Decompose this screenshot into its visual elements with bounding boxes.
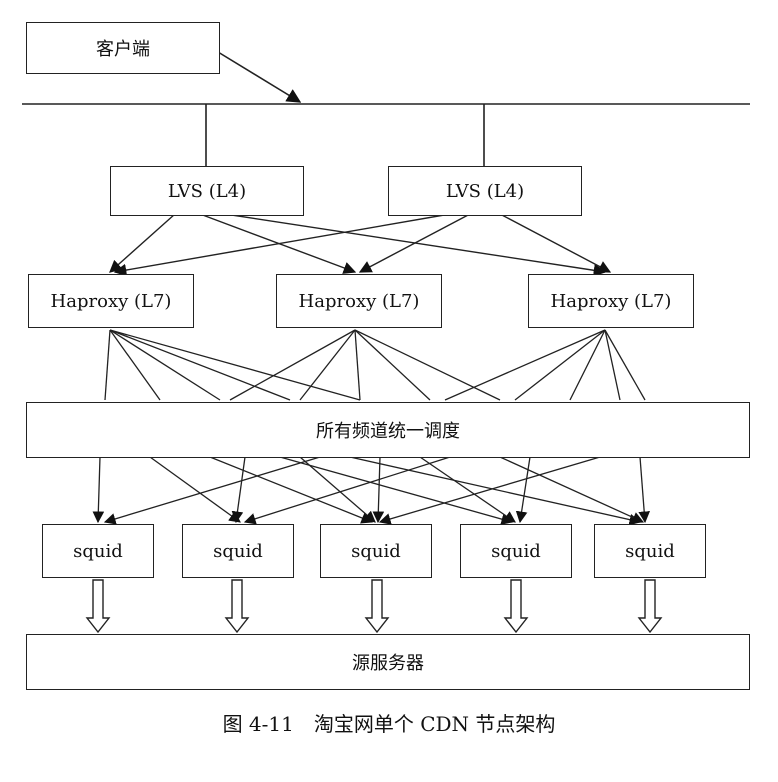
- squid-label-4: squid: [491, 540, 541, 562]
- client-node: 客户端: [26, 22, 220, 74]
- origin-server-label: 源服务器: [352, 653, 424, 674]
- haproxy-node-2: Haproxy (L7): [276, 274, 442, 328]
- haproxy-label-3: Haproxy (L7): [550, 290, 672, 312]
- scheduler-node: 所有频道统一调度: [26, 402, 750, 458]
- haproxy-label-2: Haproxy (L7): [298, 290, 420, 312]
- lvs-node-1: LVS (L4): [110, 166, 304, 216]
- lvs-haproxy-arrows: [109, 213, 612, 277]
- squid-node-1: squid: [42, 524, 154, 578]
- haproxy-node-1: Haproxy (L7): [28, 274, 194, 328]
- squid-node-2: squid: [182, 524, 294, 578]
- scheduler-squid-arrows: [92, 456, 651, 526]
- figure-caption: 图 4-11 淘宝网单个 CDN 节点架构: [222, 712, 556, 736]
- haproxy-fan-lines: [104, 329, 646, 401]
- squid-origin-hollow-arrows: [85, 579, 663, 634]
- squid-node-3: squid: [320, 524, 432, 578]
- squid-node-4: squid: [460, 524, 572, 578]
- squid-node-5: squid: [594, 524, 706, 578]
- squid-label-5: squid: [625, 540, 675, 562]
- squid-label-2: squid: [213, 540, 263, 562]
- squid-label-1: squid: [73, 540, 123, 562]
- client-to-bus-arrow: [217, 51, 302, 103]
- lvs-label-2: LVS (L4): [445, 180, 525, 202]
- haproxy-label-1: Haproxy (L7): [50, 290, 172, 312]
- scheduler-label: 所有频道统一调度: [316, 421, 460, 442]
- squid-label-3: squid: [351, 540, 401, 562]
- origin-server-node: 源服务器: [26, 634, 750, 690]
- client-label: 客户端: [96, 39, 150, 60]
- haproxy-node-3: Haproxy (L7): [528, 274, 694, 328]
- lvs-label-1: LVS (L4): [167, 180, 247, 202]
- lvs-node-2: LVS (L4): [388, 166, 582, 216]
